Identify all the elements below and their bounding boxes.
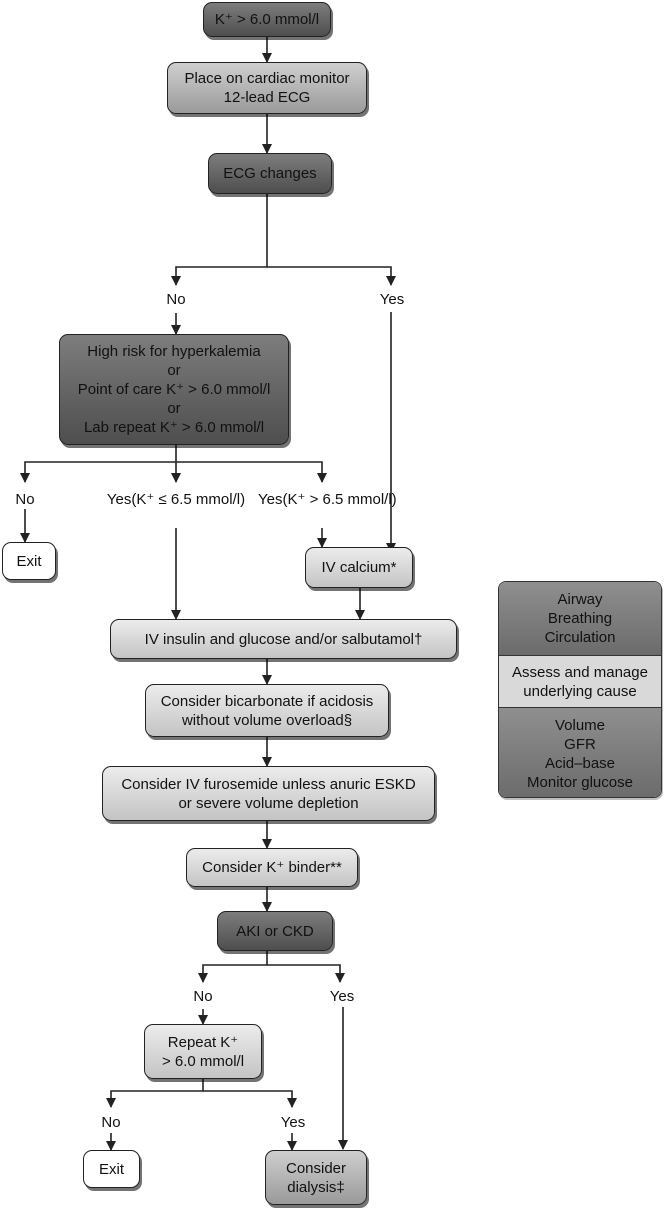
label-aki-no-line: No xyxy=(193,988,213,1005)
label-repeat-no-line: No xyxy=(101,1114,121,1131)
panel-underlying-cause-line: underlying cause xyxy=(523,682,637,700)
edge-akickd-yes xyxy=(267,964,345,983)
node-iv-insulin-line: IV insulin and glucose and/or salbutamol… xyxy=(144,630,423,648)
label-repeat-no: No xyxy=(97,1114,125,1132)
node-aki-ckd-line: AKI or CKD xyxy=(236,922,314,940)
node-monitor-line: Place on cardiac monitor xyxy=(184,70,350,87)
node-exit-1: Exit xyxy=(2,542,56,580)
edge-risk-yes-high xyxy=(176,461,327,483)
edge-repeat-yes xyxy=(203,1090,297,1108)
node-risk-line: or xyxy=(167,362,181,379)
node-iv-calcium-line: IV calcium* xyxy=(321,559,397,576)
label-risk-yes-high-line: Yes xyxy=(258,491,283,508)
node-exit-2-line: Exit xyxy=(98,1160,124,1178)
node-risk-line: High risk for hyperkalemia xyxy=(87,343,261,360)
panel-abc-line: Breathing xyxy=(547,610,613,627)
node-exit-2: Exit xyxy=(83,1150,140,1188)
panel-monitoring-line: GFR xyxy=(564,735,596,753)
edge-repeat-split xyxy=(106,1079,204,1108)
edge-risk-no xyxy=(20,461,176,483)
node-ecg-changes: ECG changes xyxy=(208,153,332,194)
node-repeat-k-line: Repeat K⁺ xyxy=(167,1033,239,1051)
label-ecg-no: No xyxy=(160,291,192,309)
label-risk-yes-low-line: (K⁺ ≤ 6.5 mmol/l) xyxy=(131,491,246,508)
node-repeat-k-line: > 6.0 mmol/l xyxy=(161,1052,245,1070)
panel-underlying-cause-line: Assess and manage xyxy=(512,663,648,681)
node-risk-line: or xyxy=(167,400,181,417)
label-risk-yes-low: Yes(K⁺ ≤ 6.5 mmol/l) xyxy=(106,491,246,509)
panel-abc-line: Circulation xyxy=(544,629,616,646)
node-k-binder: Consider K⁺ binder** xyxy=(186,848,358,887)
label-risk-yes-low-line: Yes xyxy=(106,491,132,508)
node-iv-calcium: IV calcium* xyxy=(305,547,413,588)
panel-monitoring-line: Volume xyxy=(554,716,606,734)
node-furosemide-line: or severe volume depletion xyxy=(178,794,359,812)
label-ecg-yes-line: Yes xyxy=(379,291,405,308)
node-ecg-changes-line: ECG changes xyxy=(223,165,317,182)
label-risk-yes-high-line: (K⁺ > 6.5 mmol/l) xyxy=(282,491,397,508)
label-aki-no: No xyxy=(188,988,218,1006)
node-dialysis-line: Consider xyxy=(285,1159,347,1177)
node-furosemide-line: Consider IV furosemide unless anuric ESK… xyxy=(121,775,416,793)
node-dialysis-line: dialysis‡ xyxy=(287,1178,345,1196)
node-iv-insulin: IV insulin and glucose and/or salbutamol… xyxy=(110,619,457,659)
label-repeat-yes-line: Yes xyxy=(280,1114,306,1131)
node-monitor: Place on cardiac monitor 12-lead ECG xyxy=(167,62,367,114)
label-repeat-yes: Yes xyxy=(276,1114,310,1132)
label-risk-no-line: No xyxy=(15,491,35,508)
node-bicarbonate-line: without volume overload§ xyxy=(181,711,353,729)
edge-ecg-split xyxy=(171,194,268,286)
panel-abc-line: Airway xyxy=(557,591,603,608)
label-risk-yes-high: Yes(K⁺ > 6.5 mmol/l) xyxy=(258,491,397,509)
node-k-binder-line: Consider K⁺ binder** xyxy=(202,859,342,876)
edge-akickd-split xyxy=(198,951,268,983)
label-aki-yes: Yes xyxy=(325,988,359,1006)
node-start: K⁺ > 6.0 mmol/l xyxy=(203,2,331,37)
label-aki-yes-line: Yes xyxy=(329,988,355,1005)
label-risk-no: No xyxy=(10,491,40,509)
label-ecg-no-line: No xyxy=(166,291,186,308)
panel-monitoring-line: Acid–base xyxy=(544,754,616,772)
node-monitor-line: 12-lead ECG xyxy=(223,89,311,106)
node-bicarbonate-line: Consider bicarbonate if acidosis xyxy=(160,692,374,710)
node-risk-line: Lab repeat K⁺ > 6.0 mmol/l xyxy=(83,419,265,436)
edge-ecg-yes xyxy=(267,266,396,286)
node-risk-line: Point of care K⁺ > 6.0 mmol/l xyxy=(77,381,271,398)
label-ecg-yes: Yes xyxy=(375,291,409,309)
panel-monitoring-line: Monitor glucose xyxy=(527,773,633,791)
node-aki-ckd: AKI or CKD xyxy=(217,911,333,951)
node-start-line: K⁺ > 6.0 mmol/l xyxy=(214,11,320,28)
node-furosemide: Consider IV furosemide unless anuric ESK… xyxy=(102,766,435,821)
node-repeat-k: Repeat K⁺> 6.0 mmol/l xyxy=(144,1024,262,1079)
node-exit-1-line: Exit xyxy=(16,552,42,570)
